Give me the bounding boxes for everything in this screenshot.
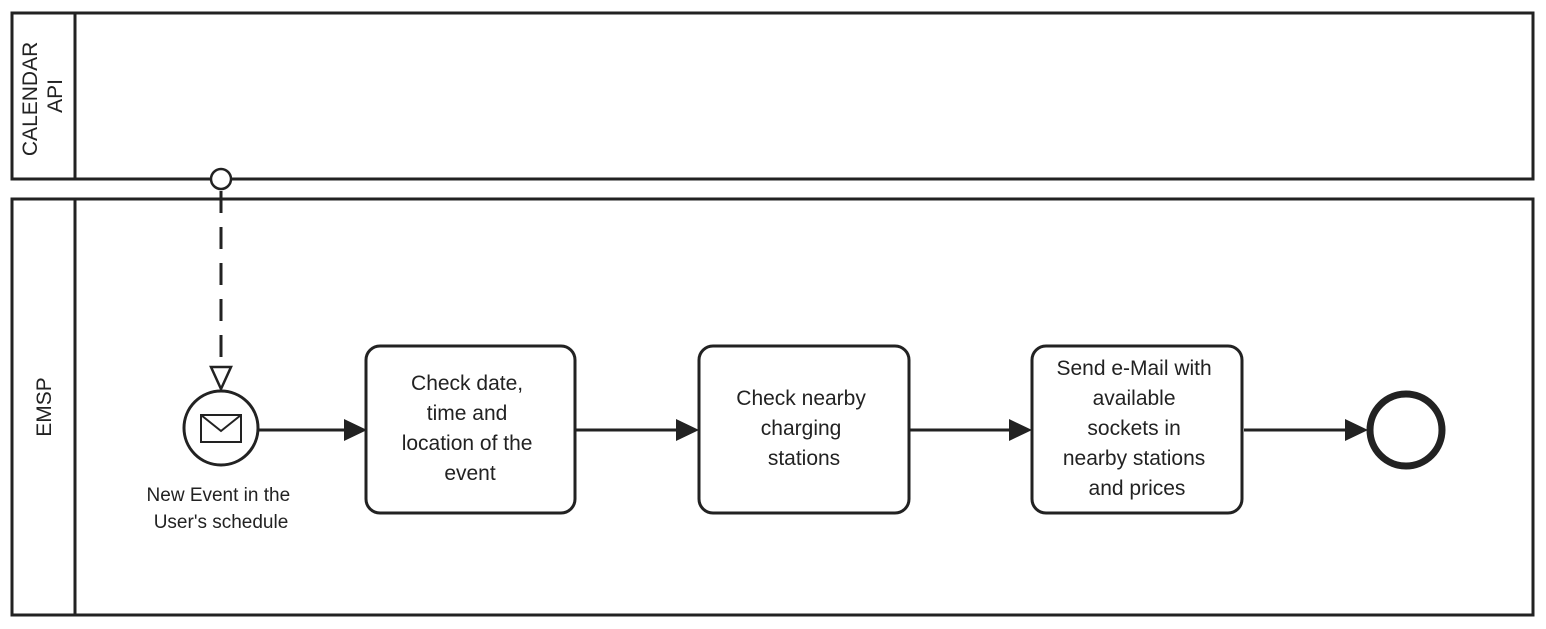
start-event-label-line-2: User's schedule bbox=[154, 512, 289, 533]
task-check-date-box bbox=[364, 344, 577, 515]
sequence-flow-1-arrowhead bbox=[344, 419, 367, 441]
task-check-date-text: Check date, time and location of the eve… bbox=[402, 372, 539, 485]
task-send-email-line-2: available bbox=[1093, 387, 1176, 410]
task-check-stations-line-1: Check nearby bbox=[736, 387, 866, 410]
message-flow bbox=[209, 167, 233, 393]
task-check-date[interactable]: Check date, time and location of the eve… bbox=[364, 344, 577, 515]
task-check-stations-line-3: stations bbox=[768, 447, 840, 470]
message-flow-arrowhead bbox=[209, 365, 233, 393]
start-event[interactable]: New Event in the User's schedule bbox=[147, 389, 296, 533]
pool-emsp-label-line-1: EMSP bbox=[33, 377, 56, 437]
pool-calendar-label-line-1: CALENDAR bbox=[19, 42, 42, 156]
start-event-label-line-1: New Event in the bbox=[147, 485, 291, 506]
pool-calendar-frame bbox=[10, 11, 1535, 181]
end-event-circle bbox=[1366, 390, 1446, 470]
task-check-stations-box bbox=[697, 344, 911, 515]
task-check-date-line-1: Check date, bbox=[411, 372, 523, 395]
task-send-email-line-1: Send e-Mail with bbox=[1056, 357, 1211, 380]
task-check-stations-text: Check nearby charging stations bbox=[736, 387, 871, 470]
pool-calendar-label: CALENDAR API bbox=[19, 36, 67, 156]
task-send-email-line-3: sockets in bbox=[1087, 417, 1180, 440]
pool-calendar-label-line-2: API bbox=[44, 79, 67, 113]
message-flow-source-circle bbox=[209, 167, 233, 191]
sequence-flow-4-arrowhead bbox=[1345, 419, 1368, 441]
sequence-flows bbox=[259, 419, 1368, 441]
task-check-date-line-2: time and bbox=[427, 402, 508, 425]
pool-calendar-api: CALENDAR API bbox=[10, 11, 1535, 181]
sequence-flow-3-arrowhead bbox=[1009, 419, 1032, 441]
end-event[interactable] bbox=[1366, 390, 1446, 470]
task-check-stations-line-2: charging bbox=[761, 417, 842, 440]
task-send-email-box bbox=[1030, 344, 1244, 515]
task-send-email[interactable]: Send e-Mail with available sockets in ne… bbox=[1030, 344, 1244, 515]
sequence-flow-2-arrowhead bbox=[676, 419, 699, 441]
task-check-stations[interactable]: Check nearby charging stations bbox=[697, 344, 911, 515]
envelope-icon bbox=[200, 414, 242, 443]
pool-emsp-label: EMSP bbox=[33, 377, 56, 437]
start-event-label: New Event in the User's schedule bbox=[147, 485, 296, 533]
task-send-email-line-4: nearby stations bbox=[1063, 447, 1205, 470]
task-check-date-line-4: event bbox=[444, 462, 496, 485]
task-send-email-line-5: and prices bbox=[1089, 477, 1186, 500]
task-check-date-line-3: location of the bbox=[402, 432, 533, 455]
task-send-email-text: Send e-Mail with available sockets in ne… bbox=[1056, 357, 1217, 500]
